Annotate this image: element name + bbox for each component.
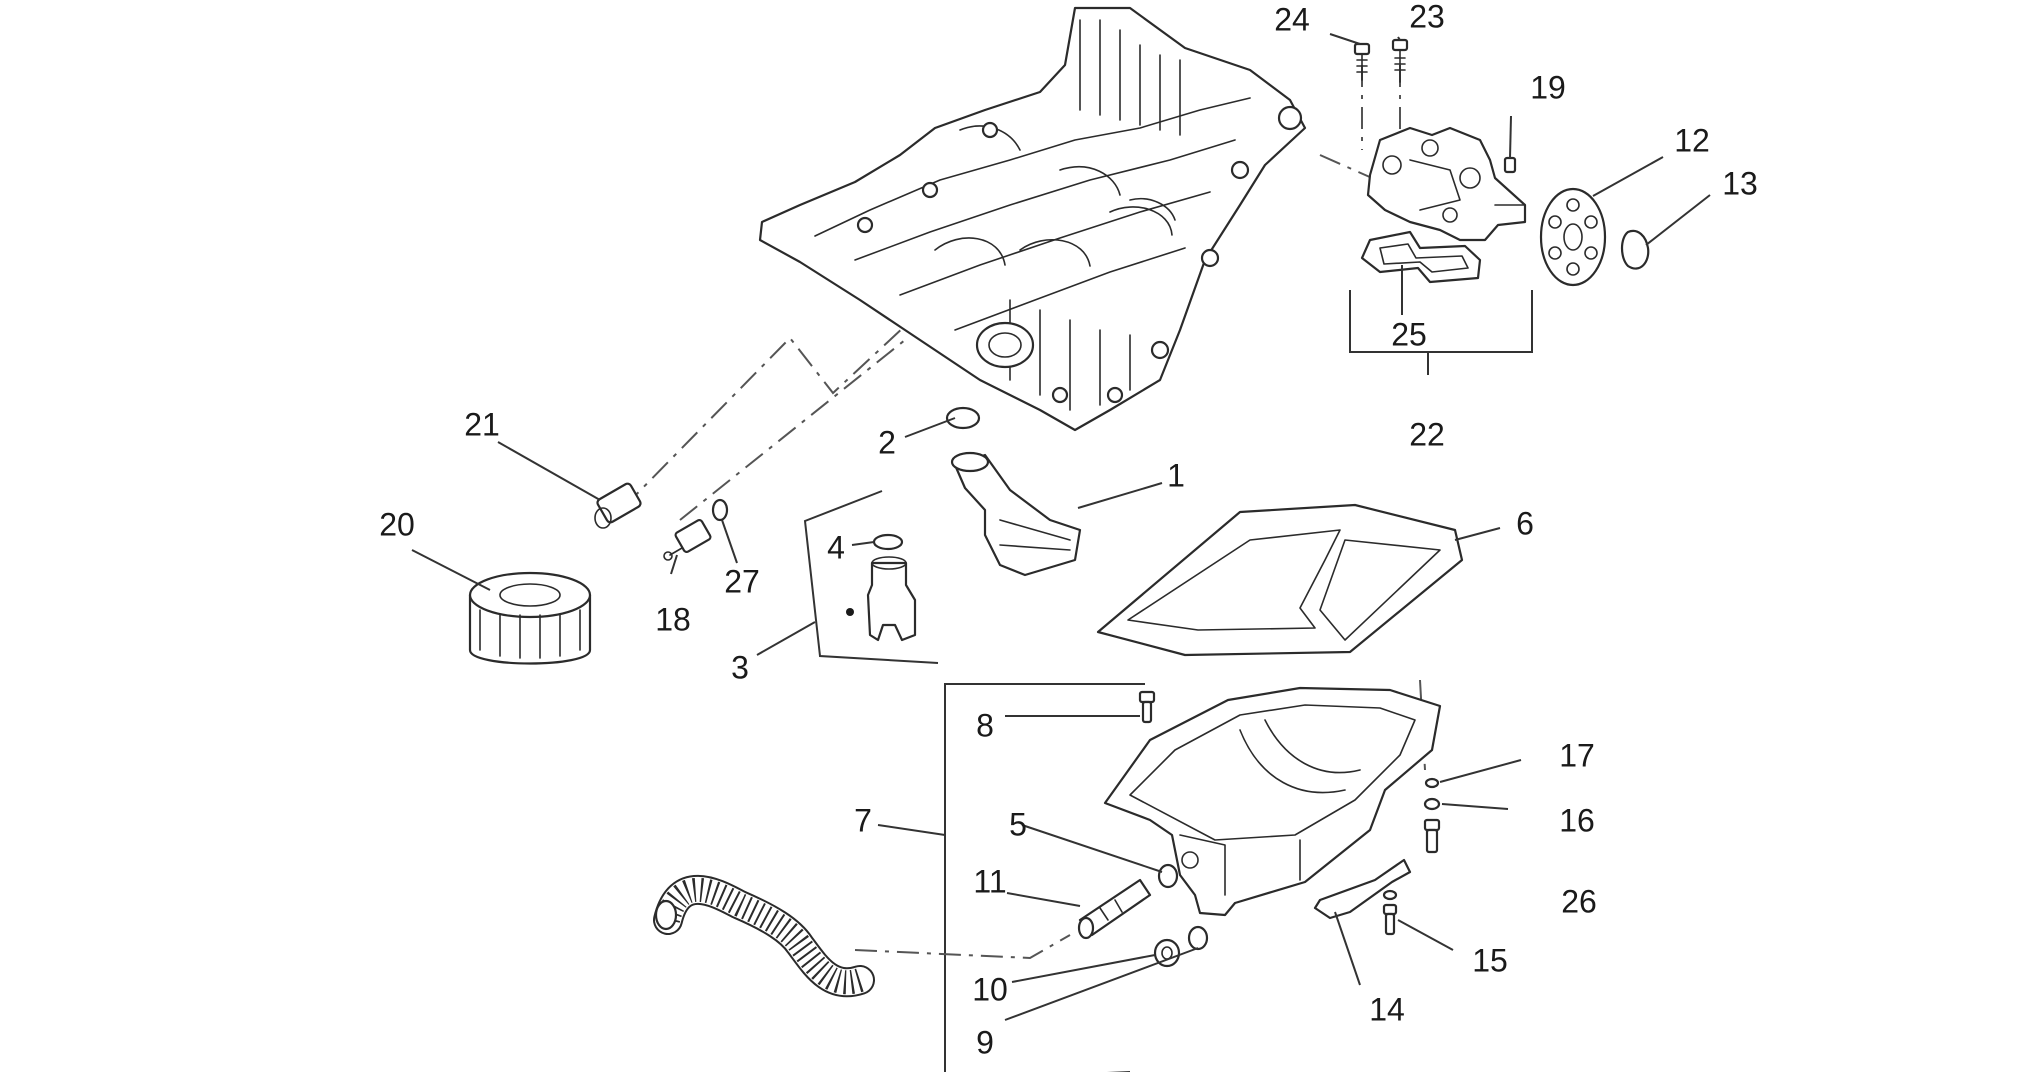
oil-pan <box>1103 686 1442 917</box>
pump-gear <box>1539 187 1607 287</box>
bolt-8 <box>1138 690 1156 724</box>
pressure-relief-valve <box>846 556 917 642</box>
plug-10 <box>1153 938 1181 968</box>
pump-gasket <box>1360 230 1482 284</box>
callout-24: 24 <box>1274 1 1310 37</box>
washer-16 <box>1423 797 1441 811</box>
oil-strainer <box>950 451 1082 577</box>
oil-pump-assembly <box>1366 126 1527 242</box>
callout-2: 2 <box>878 424 896 460</box>
callout-labels: 1 2 3 4 5 6 7 8 9 10 11 12 13 14 15 16 1… <box>379 0 1758 1060</box>
callout-18: 18 <box>655 601 691 637</box>
oring-4 <box>872 533 904 551</box>
oil-pipe-sleeve <box>1077 878 1152 940</box>
dowel-pin <box>1503 156 1517 174</box>
pump-bolts <box>1353 38 1409 83</box>
callout-11: 11 <box>973 863 1006 899</box>
callout-27: 27 <box>724 563 760 599</box>
circlip <box>1620 229 1650 270</box>
bolt-15 <box>1382 889 1398 936</box>
oring-27 <box>711 498 729 522</box>
crankcase <box>758 6 1307 432</box>
callout-19: 19 <box>1530 69 1566 105</box>
callout-17: 17 <box>1559 737 1595 773</box>
oring-2 <box>945 406 981 430</box>
drain-plug <box>1423 818 1441 854</box>
oil-pressure-sensor <box>663 518 712 561</box>
callout-9: 9 <box>976 1024 994 1060</box>
bracket-lines <box>803 290 1533 1072</box>
breather-hose <box>653 874 875 998</box>
oil-pan-gasket <box>1096 503 1464 657</box>
callout-1: 1 <box>1167 457 1185 493</box>
callout-5: 5 <box>1009 806 1027 842</box>
oring-5 <box>1157 863 1179 889</box>
washer-17 <box>1424 777 1440 789</box>
oring-9 <box>1187 925 1209 951</box>
callout-7: 7 <box>854 802 872 838</box>
callout-10: 10 <box>972 971 1008 1007</box>
callout-13: 13 <box>1722 165 1758 201</box>
callout-6: 6 <box>1516 505 1534 541</box>
callout-4: 4 <box>827 529 845 565</box>
oil-filter <box>468 571 592 665</box>
callout-26: 26 <box>1561 883 1597 919</box>
callout-21: 21 <box>464 406 500 442</box>
callout-16: 16 <box>1559 802 1595 838</box>
callout-8: 8 <box>976 707 994 743</box>
callout-15: 15 <box>1472 942 1508 978</box>
callout-14: 14 <box>1369 991 1405 1027</box>
filter-union <box>594 482 642 529</box>
callout-23: 23 <box>1409 0 1445 34</box>
callout-22: 22 <box>1409 416 1445 452</box>
callout-25: 25 <box>1391 316 1427 352</box>
callout-12: 12 <box>1674 122 1710 158</box>
leader-lines <box>411 33 1711 1021</box>
callout-20: 20 <box>379 506 415 542</box>
callout-3: 3 <box>731 649 749 685</box>
